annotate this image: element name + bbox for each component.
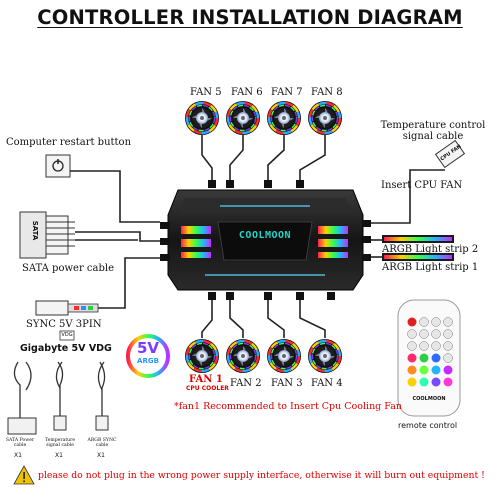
accessory-1-qty: X1: [14, 452, 22, 459]
sata-connector-graphic: [19, 211, 75, 259]
accessory-3-name: ARGB SYNC cable: [87, 438, 117, 448]
fan-5: [183, 99, 221, 137]
left-cables: [62, 170, 160, 309]
accessory-connectors: [7, 415, 109, 435]
argb-strip-2-label: ARGB Light strip 2: [382, 244, 479, 255]
restart-button-label: Computer restart button: [6, 137, 132, 148]
remote-control: [397, 299, 461, 417]
badge-argb-text: ARGB: [137, 357, 159, 365]
page-title: CONTROLLER INSTALLATION DIAGRAM: [37, 6, 463, 29]
warning-text: please do not plug in the wrong power su…: [38, 470, 485, 481]
top-fan-cables: [201, 135, 326, 186]
fan-8: [306, 99, 344, 137]
fan-7: [265, 99, 303, 137]
fan-5-label: FAN 5: [190, 87, 222, 98]
argb-strip-1: [382, 253, 454, 261]
sata-connector-text: SATA: [31, 220, 39, 241]
fan-6: [224, 99, 262, 137]
accessory-2-name: Temperature signal cable: [44, 438, 76, 448]
fan1-note: *fan1 Recommended to Insert Cpu Cooling …: [174, 401, 403, 412]
accessory-3-qty: X1: [97, 452, 105, 459]
hub-brand-logo: COOLMOON: [238, 230, 292, 241]
fan-2: [224, 337, 262, 375]
warning-icon: [13, 465, 35, 485]
remote-brand-text: COOLMOON: [412, 396, 446, 402]
argb-strip-1-label: ARGB Light strip 1: [382, 262, 479, 273]
vdg-tag: VDG: [61, 332, 73, 338]
cpu-fan-sensor-graphic: [434, 139, 466, 169]
remote-control-label: remote control: [398, 421, 458, 430]
top-connectors: [208, 180, 304, 188]
accessory-drawings: [13, 361, 106, 420]
sync-label: SYNC 5V 3PIN: [26, 319, 102, 330]
temp-cable-label: Temperature control signal cable: [380, 120, 486, 142]
fan-4-label: FAN 4: [311, 378, 343, 389]
fan-2-label: FAN 2: [230, 378, 262, 389]
fan-1: [183, 337, 221, 375]
insert-cpu-fan-label: Insert CPU FAN: [381, 180, 463, 191]
fan-4: [306, 337, 344, 375]
top-fan-group: [183, 99, 344, 137]
restart-button-graphic: [45, 154, 71, 178]
controller-hub: [160, 189, 371, 291]
gigabyte-label: Gigabyte 5V VDG: [20, 343, 112, 354]
right-cables: [371, 169, 445, 258]
fan-1-sublabel: CPU COOLER: [186, 385, 229, 392]
badge-5v-text: 5V: [136, 339, 160, 357]
sync-connector-graphic: [35, 300, 99, 341]
accessory-2-qty: X1: [55, 452, 63, 459]
fan-7-label: FAN 7: [271, 87, 303, 98]
bottom-fan-group: [183, 337, 344, 375]
fan-6-label: FAN 6: [231, 87, 263, 98]
accessory-1-name: SATA Power cable: [5, 438, 35, 448]
fan-3-label: FAN 3: [271, 378, 303, 389]
fan-8-label: FAN 8: [311, 87, 343, 98]
fan-1-label: FAN 1: [189, 374, 223, 385]
argb-strip-2: [382, 235, 454, 243]
bottom-connectors: [208, 292, 335, 300]
sata-cable-label: SATA power cable: [22, 263, 114, 274]
fan-3: [265, 337, 303, 375]
bottom-fan-cables: [201, 300, 326, 338]
argb-5v-badge: [126, 334, 170, 378]
